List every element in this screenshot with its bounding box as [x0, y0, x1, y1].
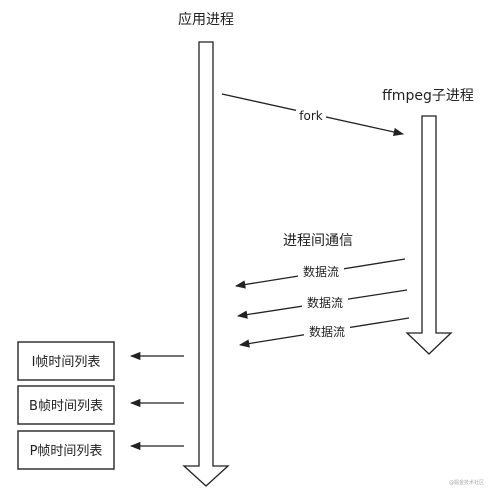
ipc-label: 进程间通信 — [283, 233, 353, 249]
data-stream-label-2: 数据流 — [307, 295, 343, 310]
p-frame-timeline-label: P帧时间列表 — [30, 444, 103, 459]
data-stream-label-3: 数据流 — [309, 324, 345, 339]
fork-label: fork — [299, 109, 323, 123]
data-stream-label-1: 数据流 — [303, 264, 339, 279]
p-frame-timeline-box — [17, 430, 115, 470]
b-frame-timeline-box — [17, 385, 115, 425]
watermark: @掘金技术社区 — [449, 479, 484, 486]
child-process-label: ffmpeg子进程 — [382, 88, 474, 104]
child-process-arrow — [405, 115, 453, 355]
app-process-arrow — [182, 41, 230, 487]
b-frame-timeline-label: B帧时间列表 — [29, 399, 103, 414]
i-frame-timeline-box — [17, 341, 115, 381]
i-frame-timeline-label: I帧时间列表 — [32, 355, 101, 370]
app-process-label: 应用进程 — [178, 11, 234, 28]
